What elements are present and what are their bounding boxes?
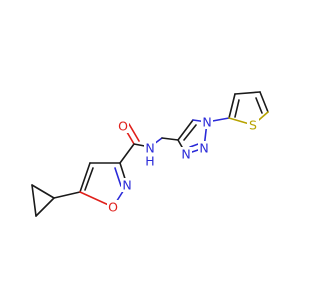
molecule-structure-diagram: O N H N O N N N S — [31, 91, 269, 217]
bond-cp-c5 — [53, 191, 81, 199]
atom-amide-hydrogen: H — [145, 154, 154, 169]
bond-c5-c4-inner — [84, 167, 94, 191]
bond-tz-c4-c5-inner — [183, 124, 197, 141]
atom-thiophene-sulfur: S — [249, 118, 257, 133]
bond-carbonyl-o-2 — [128, 123, 140, 142]
bond-th-c2-c3-inner — [234, 99, 240, 118]
bond-cp-2 — [35, 197, 55, 217]
bond-th-c4-c5 — [259, 91, 269, 113]
atom-labels: O N H N O N N N S — [107, 115, 259, 215]
atom-isoxazole-nitrogen: N — [122, 178, 131, 193]
bond-tz-c4-c5 — [177, 119, 194, 141]
bond-cp-1 — [31, 184, 55, 199]
atom-triazole-n1: N — [202, 115, 211, 130]
bond-ch2-c4 — [161, 137, 179, 141]
bond-th-c4-c5-inner — [255, 97, 263, 114]
atom-amide-nitrogen: N — [145, 141, 154, 156]
atom-triazole-n2: N — [199, 141, 208, 156]
bond-c5-c4 — [79, 162, 91, 193]
bond-th-c3-c4 — [234, 91, 261, 95]
bond-c3-carbonyl — [119, 143, 135, 164]
bond-c3-n-inner — [114, 167, 122, 187]
atom-carbonyl-oxygen: O — [118, 119, 128, 134]
atom-isoxazole-oxygen: O — [108, 200, 118, 215]
atom-triazole-n3: N — [181, 147, 190, 162]
bond-cp-3 — [31, 184, 37, 217]
bond-th-c2-c3 — [228, 93, 236, 119]
